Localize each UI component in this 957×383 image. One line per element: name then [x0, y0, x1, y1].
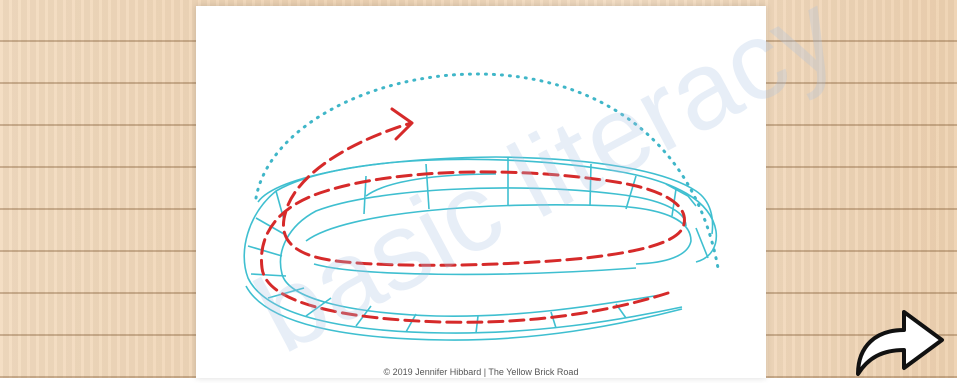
dashed-spiral-path	[259, 121, 686, 324]
arrow-head	[390, 107, 414, 141]
curved-arrow-right-icon	[856, 310, 944, 376]
worksheet-page: basic literacy © 2019 Jennifer Hibbard |…	[196, 0, 856, 378]
spiral-wall-drawing	[243, 72, 720, 341]
stone-wall	[243, 156, 718, 341]
next-page-button[interactable]	[852, 300, 948, 378]
copyright-text: © 2019 Jennifer Hibbard | The Yellow Bri…	[383, 367, 579, 377]
dotted-arc	[254, 72, 720, 270]
